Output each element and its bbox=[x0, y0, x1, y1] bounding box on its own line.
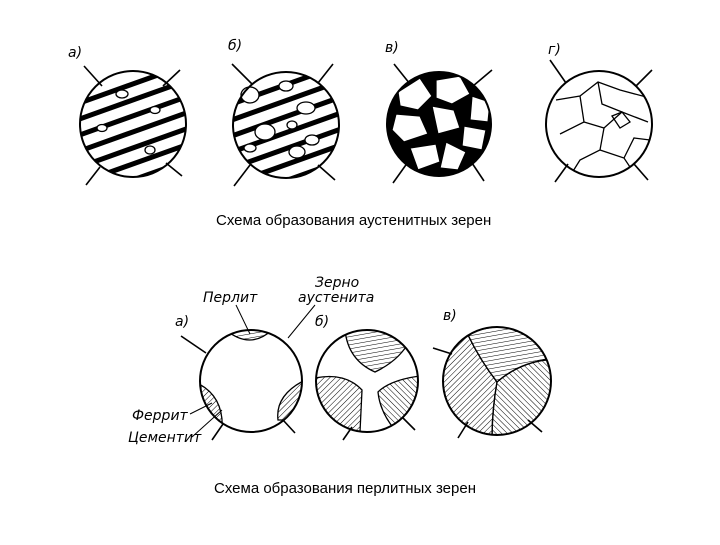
leader-lines bbox=[190, 305, 315, 437]
austenite-panel-v: в) bbox=[385, 40, 495, 183]
panel-label-b: б) bbox=[228, 38, 242, 54]
pearlite-panel-a: а) bbox=[175, 314, 310, 440]
panel-label-b: б) bbox=[315, 314, 329, 330]
label-austenite-grain-line1: Зерно bbox=[315, 275, 359, 291]
panel-label-a: а) bbox=[175, 314, 189, 330]
panel-label-v: в) bbox=[443, 308, 457, 324]
pearlite-panel-v: в) bbox=[433, 308, 556, 440]
austenite-panel-g: г) bbox=[546, 42, 652, 182]
panel-label-a: а) bbox=[68, 45, 82, 61]
growing-austenite-grains bbox=[385, 70, 495, 180]
grain-outline bbox=[200, 330, 302, 432]
label-cementite: Цементит bbox=[128, 430, 202, 446]
pearlite-caption: Схема образования перлитных зерен bbox=[214, 480, 476, 497]
label-pearlite: Перлит bbox=[203, 290, 258, 306]
austenite-caption: Схема образования аустенитных зерен bbox=[216, 212, 491, 229]
austenite-panel-b: б) bbox=[215, 38, 355, 206]
panel-label-g: г) bbox=[548, 42, 561, 58]
austenite-panel-a: а) bbox=[60, 45, 200, 206]
grain-outline bbox=[80, 71, 186, 177]
pearlite-colonies bbox=[440, 320, 556, 440]
panel-label-v: в) bbox=[385, 40, 399, 56]
label-ferrite: Феррит bbox=[132, 408, 189, 424]
pearlite-panel-b: б) bbox=[315, 314, 420, 440]
label-austenite-grain-line2: аустенита bbox=[298, 290, 374, 306]
